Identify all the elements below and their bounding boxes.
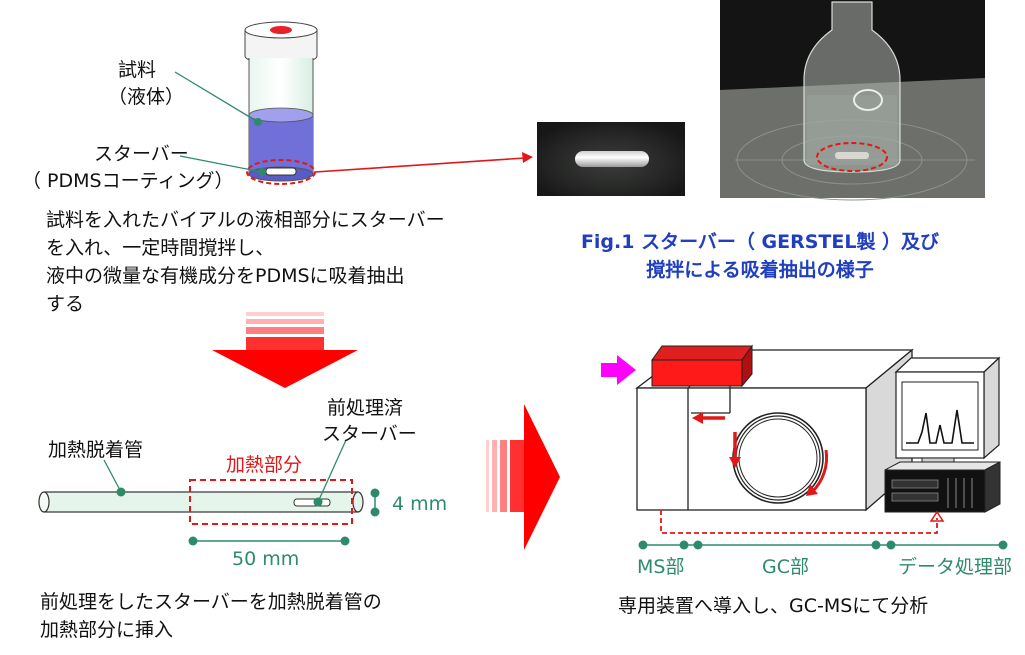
data-signal-path xyxy=(660,510,938,534)
label-treated-stirbar-2: スターバー xyxy=(322,423,417,445)
pointer-line xyxy=(314,157,526,173)
vial-photo-highlight xyxy=(816,142,888,172)
thermal-desorber-unit xyxy=(651,344,753,388)
pointer-arrowhead xyxy=(522,152,533,163)
bottom-right-description: 専用装置へ導入し、GC-MSにて分析 xyxy=(618,595,929,617)
label-data-section: データ処理部 xyxy=(898,556,1013,578)
label-length: 50 mm xyxy=(232,548,300,570)
top-description-line-4: する xyxy=(46,293,85,315)
figure-caption-line-2: 撹拌による吸着抽出の様子 xyxy=(646,259,874,281)
sample-leader-dot xyxy=(254,118,262,126)
top-description-line-1: 試料を入れたバイアルの液相部分にスターバー xyxy=(46,209,445,231)
vial-photo xyxy=(720,0,985,201)
treated-bar-leader xyxy=(317,439,347,503)
stirbar-in-vial xyxy=(265,167,297,176)
label-heating-zone: 加熱部分 xyxy=(226,454,303,476)
insert-arrow xyxy=(601,355,636,385)
treated-bar-leader-dot xyxy=(313,497,323,507)
label-treated-stirbar-1: 前処理済 xyxy=(327,397,404,419)
label-ms-section: MS部 xyxy=(637,556,685,578)
label-gc-section: GC部 xyxy=(762,556,809,578)
cap-seal xyxy=(270,26,292,34)
chromatogram-trace xyxy=(906,409,974,444)
label-sample-liquid: （液体） xyxy=(108,86,185,108)
bottom-description-line-2: 加熱部分に挿入 xyxy=(40,619,174,641)
tube-leader-dot xyxy=(116,487,126,497)
label-sample: 試料 xyxy=(118,59,157,81)
label-stirbar: スターバー xyxy=(94,143,189,165)
figure-caption: Fig.1 スターバー（ GERSTEL製 ）及び 撹拌による吸着抽出の様子 xyxy=(560,228,960,284)
down-arrow xyxy=(212,312,358,388)
stirbar-photo xyxy=(537,122,685,196)
data-system-computer xyxy=(884,356,1001,513)
label-stirbar-coating: （ PDMSコーティング） xyxy=(22,170,234,192)
desorption-tube xyxy=(38,479,364,525)
vial-schematic xyxy=(244,21,318,185)
label-desorption-tube: 加熱脱着管 xyxy=(48,439,144,461)
tube-leader xyxy=(103,459,122,493)
stirbar-leader xyxy=(179,155,263,173)
heating-zone-box xyxy=(189,479,353,525)
top-description-line-3: 液中の微量な有機成分をPDMSに吸着抽出 xyxy=(46,265,405,287)
bottom-description-line-1: 前処理をしたスターバーを加熱脱着管の xyxy=(40,591,382,613)
stirbar-in-tube xyxy=(293,498,331,507)
label-diameter: 4 mm xyxy=(392,493,448,515)
stirbar-photo-object xyxy=(575,151,649,167)
stirbar-leader-dot xyxy=(258,168,266,176)
figure-caption-line-1: Fig.1 スターバー（ GERSTEL製 ）及び xyxy=(580,231,940,253)
top-description-line-2: を入れ、一定時間撹拌し、 xyxy=(46,237,275,259)
sample-leader xyxy=(174,71,259,123)
right-arrow xyxy=(486,404,560,550)
